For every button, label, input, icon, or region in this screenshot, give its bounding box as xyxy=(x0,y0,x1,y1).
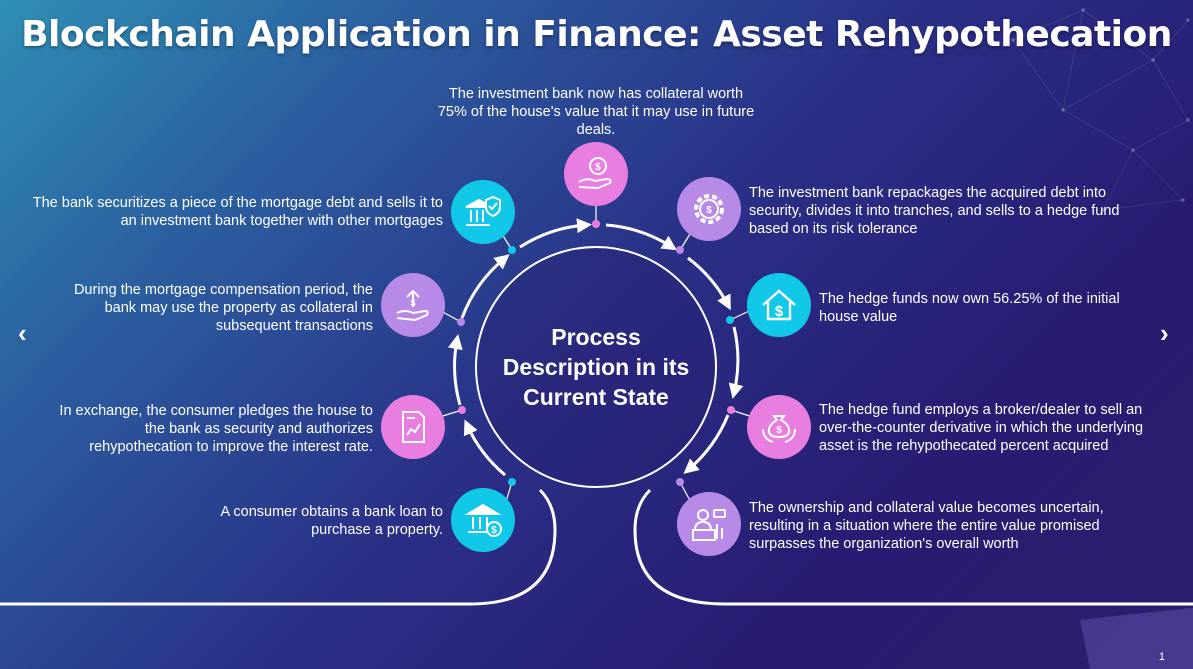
step-7-icon: $ xyxy=(747,273,811,337)
svg-text:$: $ xyxy=(410,298,415,308)
step-2-text: In exchange, the consumer pledges the ho… xyxy=(59,403,373,455)
hands-moneybag-icon: $ xyxy=(762,415,796,443)
corner-shape-decoration xyxy=(1080,608,1193,669)
bank-dollar-icon: $ xyxy=(464,503,502,537)
arrow-arc-3 xyxy=(460,254,510,319)
bank-shield-icon xyxy=(465,195,501,226)
svg-text:$: $ xyxy=(595,162,601,173)
document-chart-icon xyxy=(402,411,425,443)
step-4-icon xyxy=(451,180,515,244)
gear-moneybag-icon: $ xyxy=(694,194,724,224)
step-9-icon xyxy=(677,492,741,556)
network-pattern-decoration xyxy=(1011,8,1190,212)
arrow-arc-5 xyxy=(605,223,678,251)
svg-text:$: $ xyxy=(706,205,712,216)
step-8-text: The hedge fund employs a broker/dealer t… xyxy=(819,402,1144,454)
base-line-right xyxy=(633,488,1193,606)
step-6-text: The investment bank repackages the acqui… xyxy=(749,185,1120,237)
svg-text:$: $ xyxy=(775,303,784,320)
arrow-arc-1 xyxy=(463,419,506,477)
base-line-left xyxy=(0,488,557,606)
arrow-arc-7 xyxy=(728,326,744,399)
svg-text:$: $ xyxy=(776,425,782,436)
center-label: Process Description in its Current State xyxy=(502,324,690,410)
arrow-arc-8 xyxy=(683,414,730,474)
step-8-icon: $ xyxy=(747,395,811,459)
step-4-text: The bank securitizes a piece of the mort… xyxy=(32,195,443,229)
house-dollar-icon: $ xyxy=(762,289,796,321)
arrow-arc-6 xyxy=(687,256,731,311)
step-2-icon xyxy=(381,395,445,459)
arrow-arc-2 xyxy=(447,334,463,406)
step-1-icon: $ xyxy=(451,488,515,552)
step-9-text: The ownership and collateral value becom… xyxy=(749,500,1104,552)
hand-coin-icon: $ xyxy=(578,157,612,190)
step-3-icon: $ xyxy=(381,273,445,337)
hand-dollar-arrow-icon: $ xyxy=(396,289,429,322)
step-3-text: During the mortgage compensation period,… xyxy=(73,282,373,334)
step-1-text: A consumer obtains a bank loan to purcha… xyxy=(220,504,443,538)
step-5-icon: $ xyxy=(564,142,628,206)
prev-slide-button[interactable]: ‹ xyxy=(18,318,27,348)
step-7-text: The hedge funds now own 56.25% of the in… xyxy=(819,291,1120,325)
page-number: 1 xyxy=(1158,651,1165,663)
next-slide-button[interactable]: › xyxy=(1160,318,1169,348)
businessman-desk-icon xyxy=(692,509,726,541)
arrow-arc-4 xyxy=(519,218,592,249)
svg-text:$: $ xyxy=(491,525,497,536)
page-title: Blockchain Application in Finance: Asset… xyxy=(21,14,1172,55)
step-6-icon: $ xyxy=(677,177,741,241)
center-circle xyxy=(475,246,717,488)
step-5-text: The investment bank now has collateral w… xyxy=(437,86,755,138)
